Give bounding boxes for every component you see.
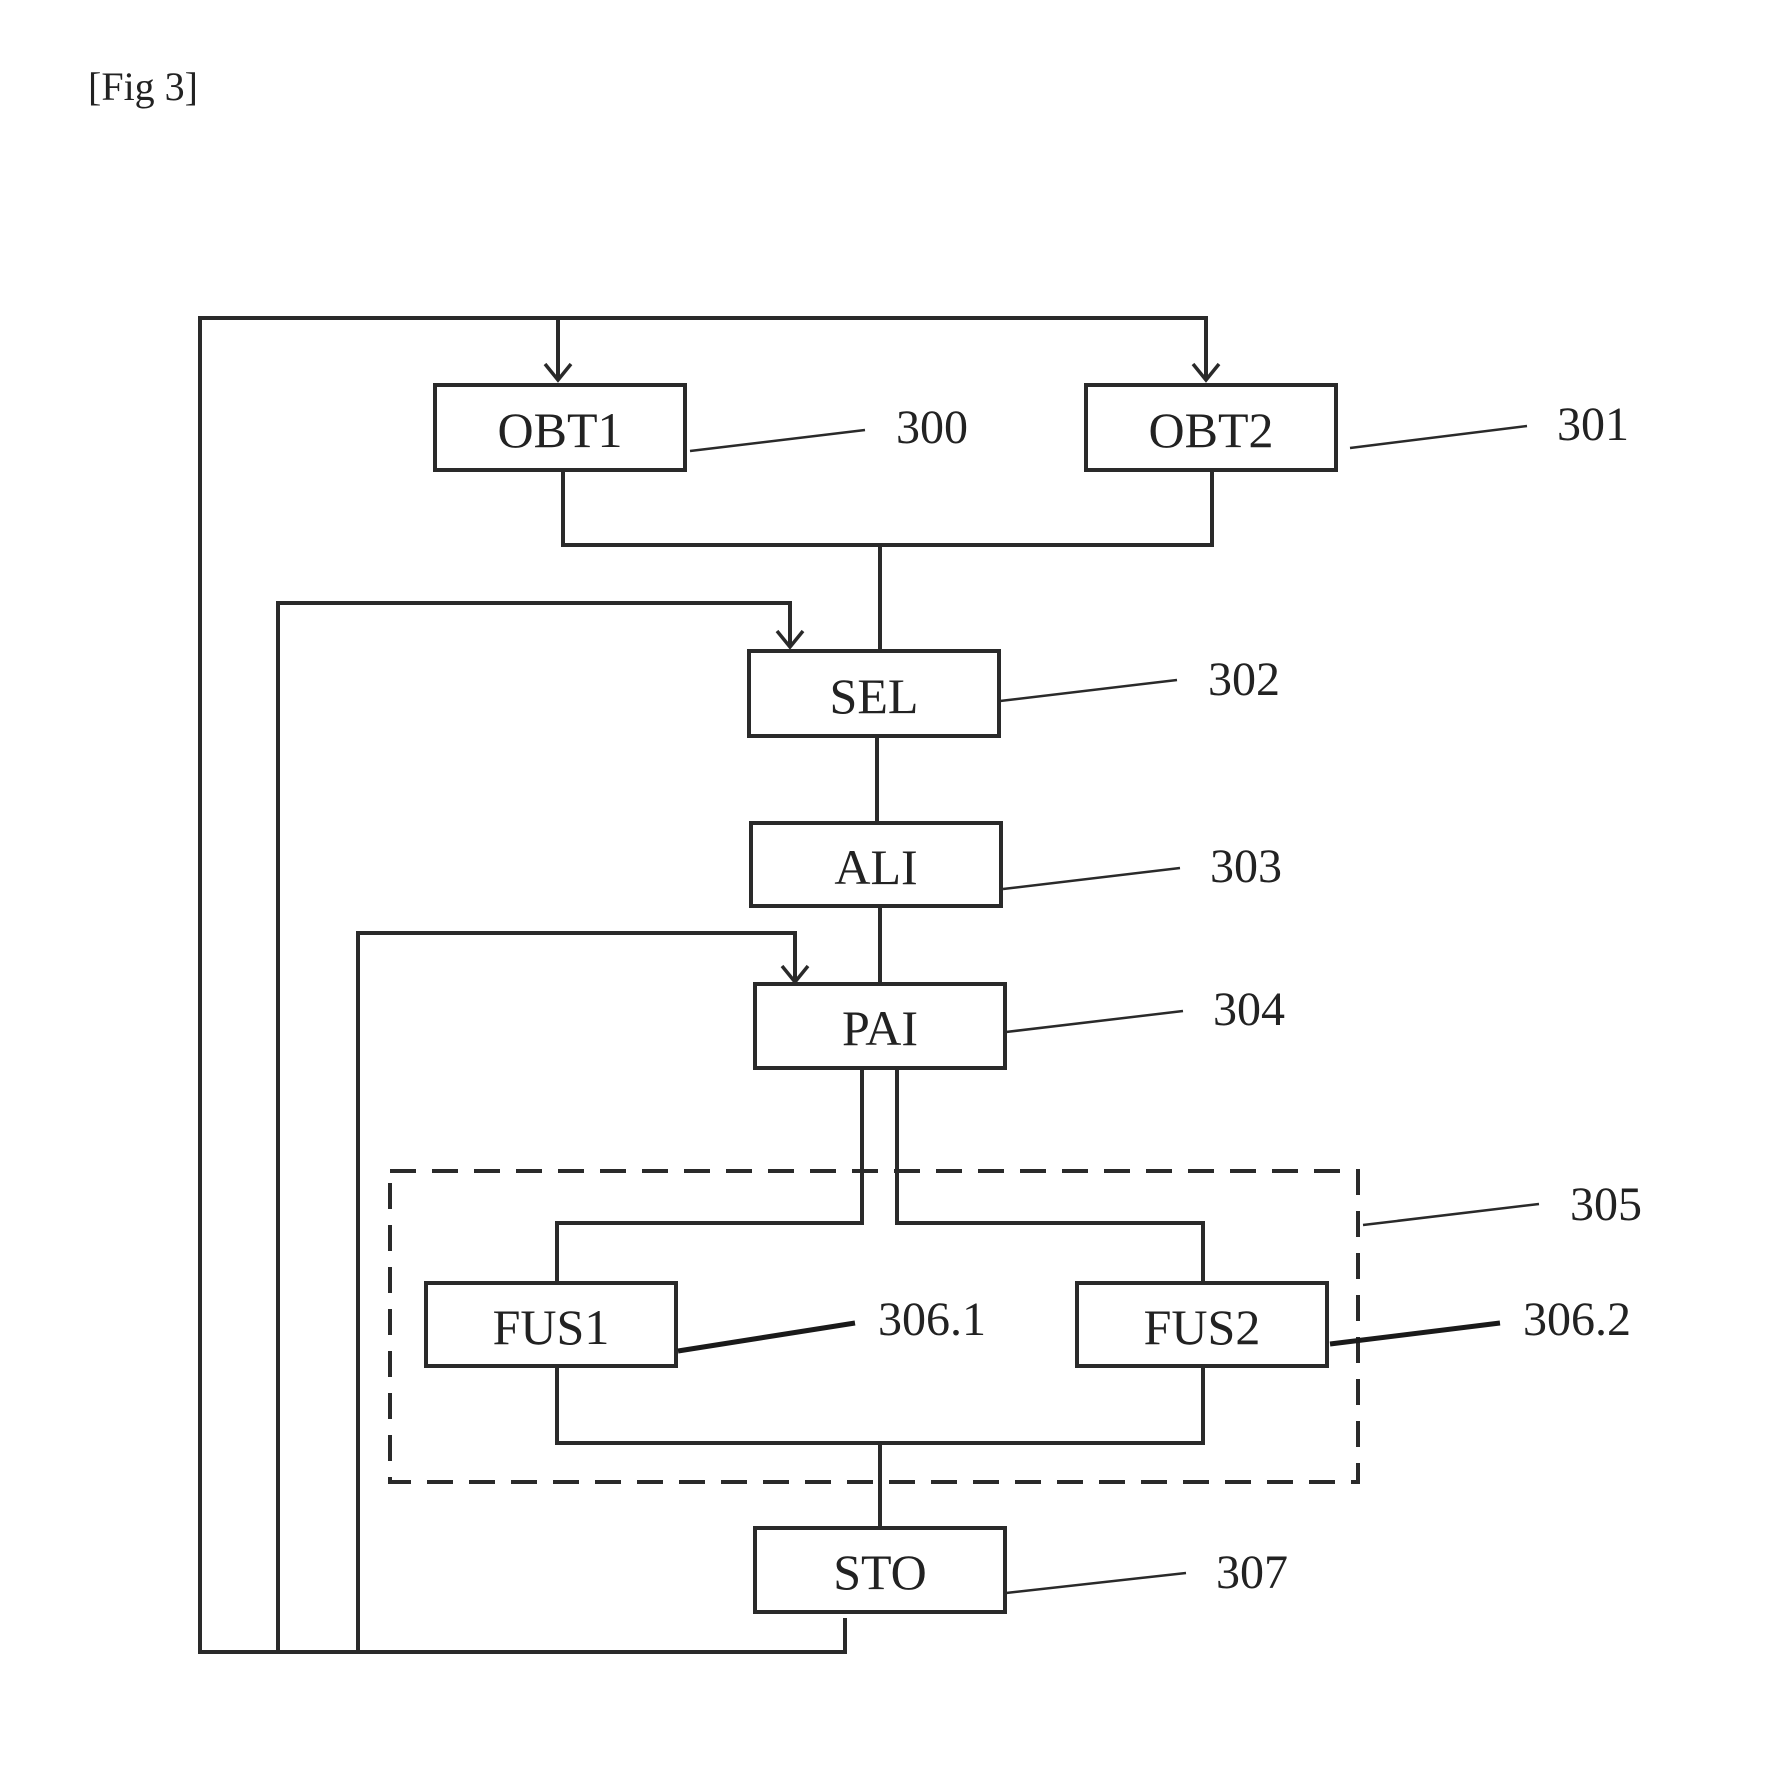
ref-306-1: 306.1 [878, 1293, 986, 1346]
leader-306-2 [1329, 1320, 1501, 1347]
leader-304 [1005, 1009, 1184, 1034]
block-obt2-label: OBT2 [1149, 402, 1274, 458]
ref-301: 301 [1557, 398, 1629, 451]
fusion-group-boundary [388, 1169, 1360, 1484]
leader-303 [1002, 866, 1181, 891]
block-fus1: FUS1 [424, 1281, 678, 1368]
block-fus2-label: FUS2 [1144, 1299, 1261, 1355]
ref-302: 302 [1208, 653, 1280, 706]
ref-307: 307 [1216, 1546, 1288, 1599]
leader-305 [1362, 1202, 1540, 1227]
leader-302 [999, 678, 1178, 703]
block-pai-label: PAI [842, 1000, 918, 1056]
feedback-loop-obt [198, 316, 1221, 1654]
block-fus1-label: FUS1 [493, 1299, 610, 1355]
fus-merge-connector [555, 1366, 1205, 1528]
block-ali-label: ALI [834, 839, 917, 895]
obt-merge-connector [561, 470, 1214, 652]
ref-304: 304 [1213, 983, 1285, 1036]
ref-306-2: 306.2 [1523, 1293, 1631, 1346]
block-sel: SEL [747, 649, 1001, 738]
block-obt2: OBT2 [1084, 383, 1338, 472]
pai-split-connector [555, 1068, 1205, 1284]
ref-303: 303 [1210, 840, 1282, 893]
leader-301 [1349, 424, 1528, 450]
block-sto: STO [753, 1526, 1007, 1614]
block-obt1-label: OBT1 [498, 402, 623, 458]
leader-306-1 [677, 1320, 856, 1354]
block-ali: ALI [749, 821, 1003, 908]
block-sto-label: STO [833, 1544, 927, 1600]
ref-300: 300 [896, 401, 968, 454]
block-obt1: OBT1 [433, 383, 687, 472]
figure-label: [Fig 3] [88, 64, 198, 109]
block-sel-label: SEL [830, 668, 919, 724]
leader-300 [689, 428, 866, 453]
block-fus2: FUS2 [1075, 1281, 1329, 1368]
ref-305: 305 [1570, 1178, 1642, 1231]
block-pai: PAI [753, 982, 1007, 1070]
leader-307 [1005, 1571, 1187, 1595]
feedback-loop-sel [276, 601, 805, 1652]
